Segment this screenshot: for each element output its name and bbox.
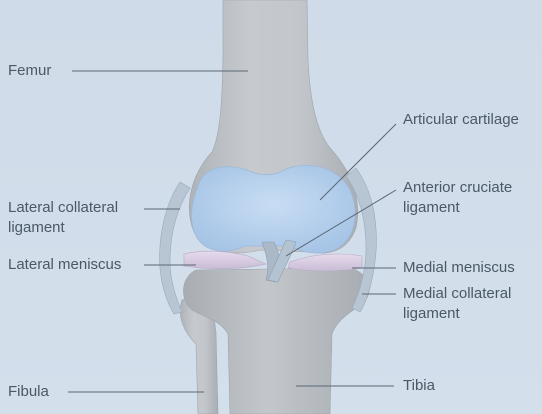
label-anterior-cruciate-ligament: Anterior cruciate ligament <box>403 178 512 218</box>
medial-meniscus-shape <box>288 254 362 271</box>
label-lateral-collateral-line2: ligament <box>8 218 118 238</box>
label-medial-collateral-line1: Medial collateral <box>403 284 511 304</box>
label-fibula: Fibula <box>8 382 49 402</box>
label-anterior-cruciate-line2: ligament <box>403 198 512 218</box>
label-articular-cartilage: Articular cartilage <box>403 110 519 130</box>
articular-cartilage <box>192 165 356 253</box>
lateral-meniscus-shape <box>184 251 266 269</box>
label-tibia: Tibia <box>403 376 435 396</box>
label-medial-collateral-ligament: Medial collateral ligament <box>403 284 511 324</box>
label-medial-meniscus: Medial meniscus <box>403 258 515 278</box>
label-medial-collateral-line2: ligament <box>403 304 511 324</box>
label-lateral-collateral-line1: Lateral collateral <box>8 198 118 218</box>
label-lateral-collateral-ligament: Lateral collateral ligament <box>8 198 118 238</box>
label-anterior-cruciate-line1: Anterior cruciate <box>403 178 512 198</box>
label-femur: Femur <box>8 61 51 81</box>
label-lateral-meniscus: Lateral meniscus <box>8 255 121 275</box>
